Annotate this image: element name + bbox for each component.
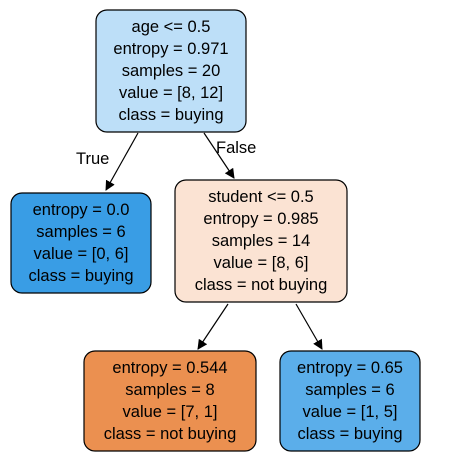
- left-leaf-node-box: [10, 192, 152, 294]
- leaf-buying-node-line: class = buying: [297, 425, 402, 443]
- root-node-box: [95, 9, 247, 133]
- leaf-buying-node-line: entropy = 0.65: [297, 359, 403, 377]
- root-node-line: value = [8, 12]: [119, 84, 223, 102]
- leaf-not-buying-node-line: samples = 8: [125, 381, 214, 399]
- leaf-buying-node-line: samples = 6: [305, 381, 394, 399]
- student-split-node-line: student <= 0.5: [208, 188, 314, 206]
- student-split-node-line: class = not buying: [195, 276, 328, 294]
- leaf-buying-node-box: [279, 350, 421, 452]
- edge-label-true: True: [76, 150, 109, 168]
- leaf-not-buying-node-line: class = not buying: [104, 425, 237, 443]
- left-leaf-node-line: class = buying: [28, 267, 133, 285]
- root-node-line: age <= 0.5: [132, 18, 211, 36]
- leaf-not-buying-node-line: entropy = 0.544: [112, 359, 227, 377]
- leaf-buying-node-line: value = [1, 5]: [303, 403, 398, 421]
- root-node-line: samples = 20: [122, 62, 221, 80]
- edge-student-split-to-leaf-not-buying: [197, 303, 229, 350]
- student-split-node: student <= 0.5 entropy = 0.985 samples =…: [174, 179, 348, 303]
- student-split-node-box: [174, 179, 348, 303]
- left-leaf-node: entropy = 0.0 samples = 6 value = [0, 6]…: [10, 192, 152, 294]
- left-leaf-node-line: samples = 6: [36, 223, 125, 241]
- root-node: age <= 0.5 entropy = 0.971 samples = 20 …: [95, 9, 247, 133]
- leaf-buying-node: entropy = 0.65 samples = 6 value = [1, 5…: [279, 350, 421, 452]
- left-leaf-node-line: entropy = 0.0: [33, 201, 130, 219]
- student-split-node-line: value = [8, 6]: [214, 254, 309, 272]
- edge-root-to-student-split: [203, 132, 235, 179]
- leaf-not-buying-node-line: value = [7, 1]: [123, 403, 218, 421]
- root-node-line: class = buying: [118, 106, 223, 124]
- student-split-node-line: samples = 14: [212, 232, 311, 250]
- edge-student-split-to-leaf-buying: [295, 303, 323, 350]
- edge-label-false: False: [216, 139, 256, 157]
- leaf-not-buying-node-box: [83, 350, 257, 452]
- edge-root-to-left-leaf: [105, 132, 139, 191]
- student-split-node-line: entropy = 0.985: [203, 210, 318, 228]
- leaf-not-buying-node: entropy = 0.544 samples = 8 value = [7, …: [83, 350, 257, 452]
- root-node-line: entropy = 0.971: [113, 40, 228, 58]
- left-leaf-node-line: value = [0, 6]: [34, 245, 129, 263]
